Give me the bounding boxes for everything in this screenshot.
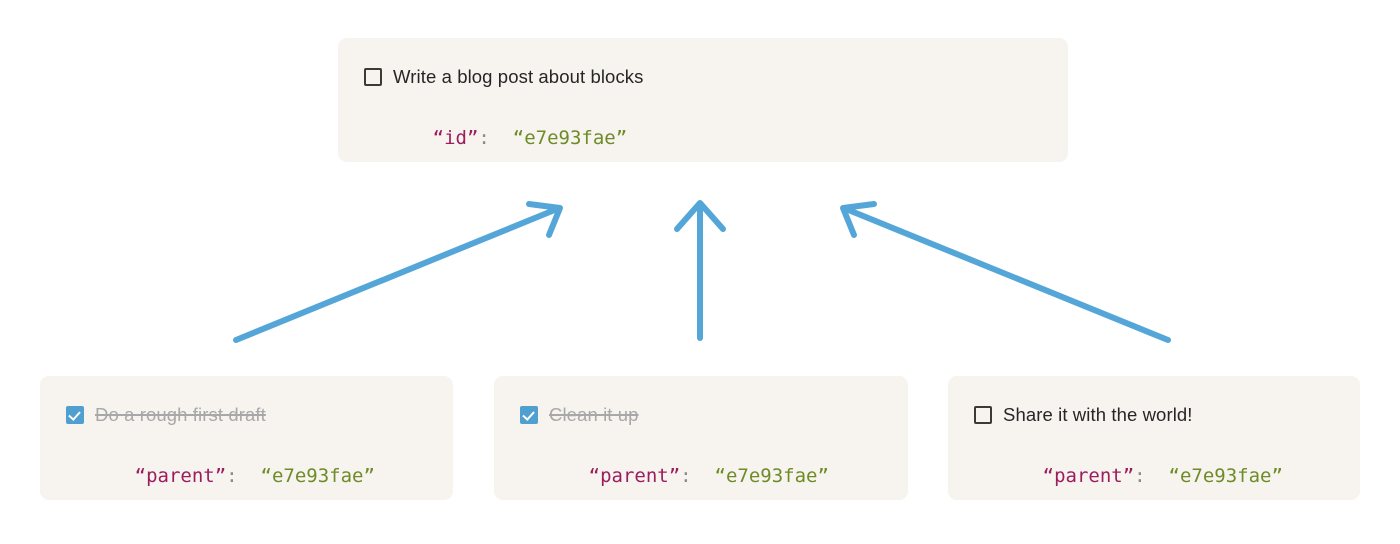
json-colon: : [478,127,490,149]
child-json-line-1: “parent”: “e7e93fae” [66,440,453,512]
arrow-child3-to-parent [840,201,1171,343]
child-todo-row-1[interactable]: Do a rough first draft [66,402,453,428]
child-todo-label-3: Share it with the world! [1003,404,1193,425]
json-value: “e7e93fae” [714,465,829,487]
child-todo-row-3[interactable]: Share it with the world! [974,402,1360,428]
child-todo-label-2: Clean it up [549,404,639,425]
child-json-line-2: “parent”: “e7e93fae” [520,440,908,512]
json-value: “e7e93fae” [1168,465,1283,487]
checkbox-empty-icon[interactable] [364,68,382,86]
json-value: “e7e93fae” [260,465,375,487]
json-colon: : [680,465,692,487]
parent-json-line: “id”: “e7e93fae” [364,102,1068,174]
child-todo-label-1: Do a rough first draft [95,404,266,425]
json-value: “e7e93fae” [512,127,628,149]
json-key: “id” [432,127,479,149]
arrow-child1-to-parent [233,201,563,343]
checkbox-empty-icon[interactable] [974,406,992,424]
child-todo-row-2[interactable]: Clean it up [520,402,908,428]
json-key: “parent” [134,465,227,487]
parent-todo-label: Write a blog post about blocks [393,66,644,87]
parent-block-card[interactable]: Write a blog post about blocks “id”: “e7… [338,38,1068,162]
child-json-line-3: “parent”: “e7e93fae” [974,440,1360,512]
arrow-child2-to-parent [674,200,726,341]
parent-todo-row[interactable]: Write a blog post about blocks [364,64,1068,90]
checkbox-checked-icon[interactable] [520,406,538,424]
checkbox-checked-icon[interactable] [66,406,84,424]
json-key: “parent” [1042,465,1135,487]
json-key: “parent” [588,465,681,487]
json-colon: : [1134,465,1146,487]
child-block-card-3[interactable]: Share it with the world! “parent”: “e7e9… [948,376,1360,500]
json-colon: : [226,465,238,487]
child-block-card-2[interactable]: Clean it up “parent”: “e7e93fae” [494,376,908,500]
child-block-card-1[interactable]: Do a rough first draft “parent”: “e7e93f… [40,376,453,500]
